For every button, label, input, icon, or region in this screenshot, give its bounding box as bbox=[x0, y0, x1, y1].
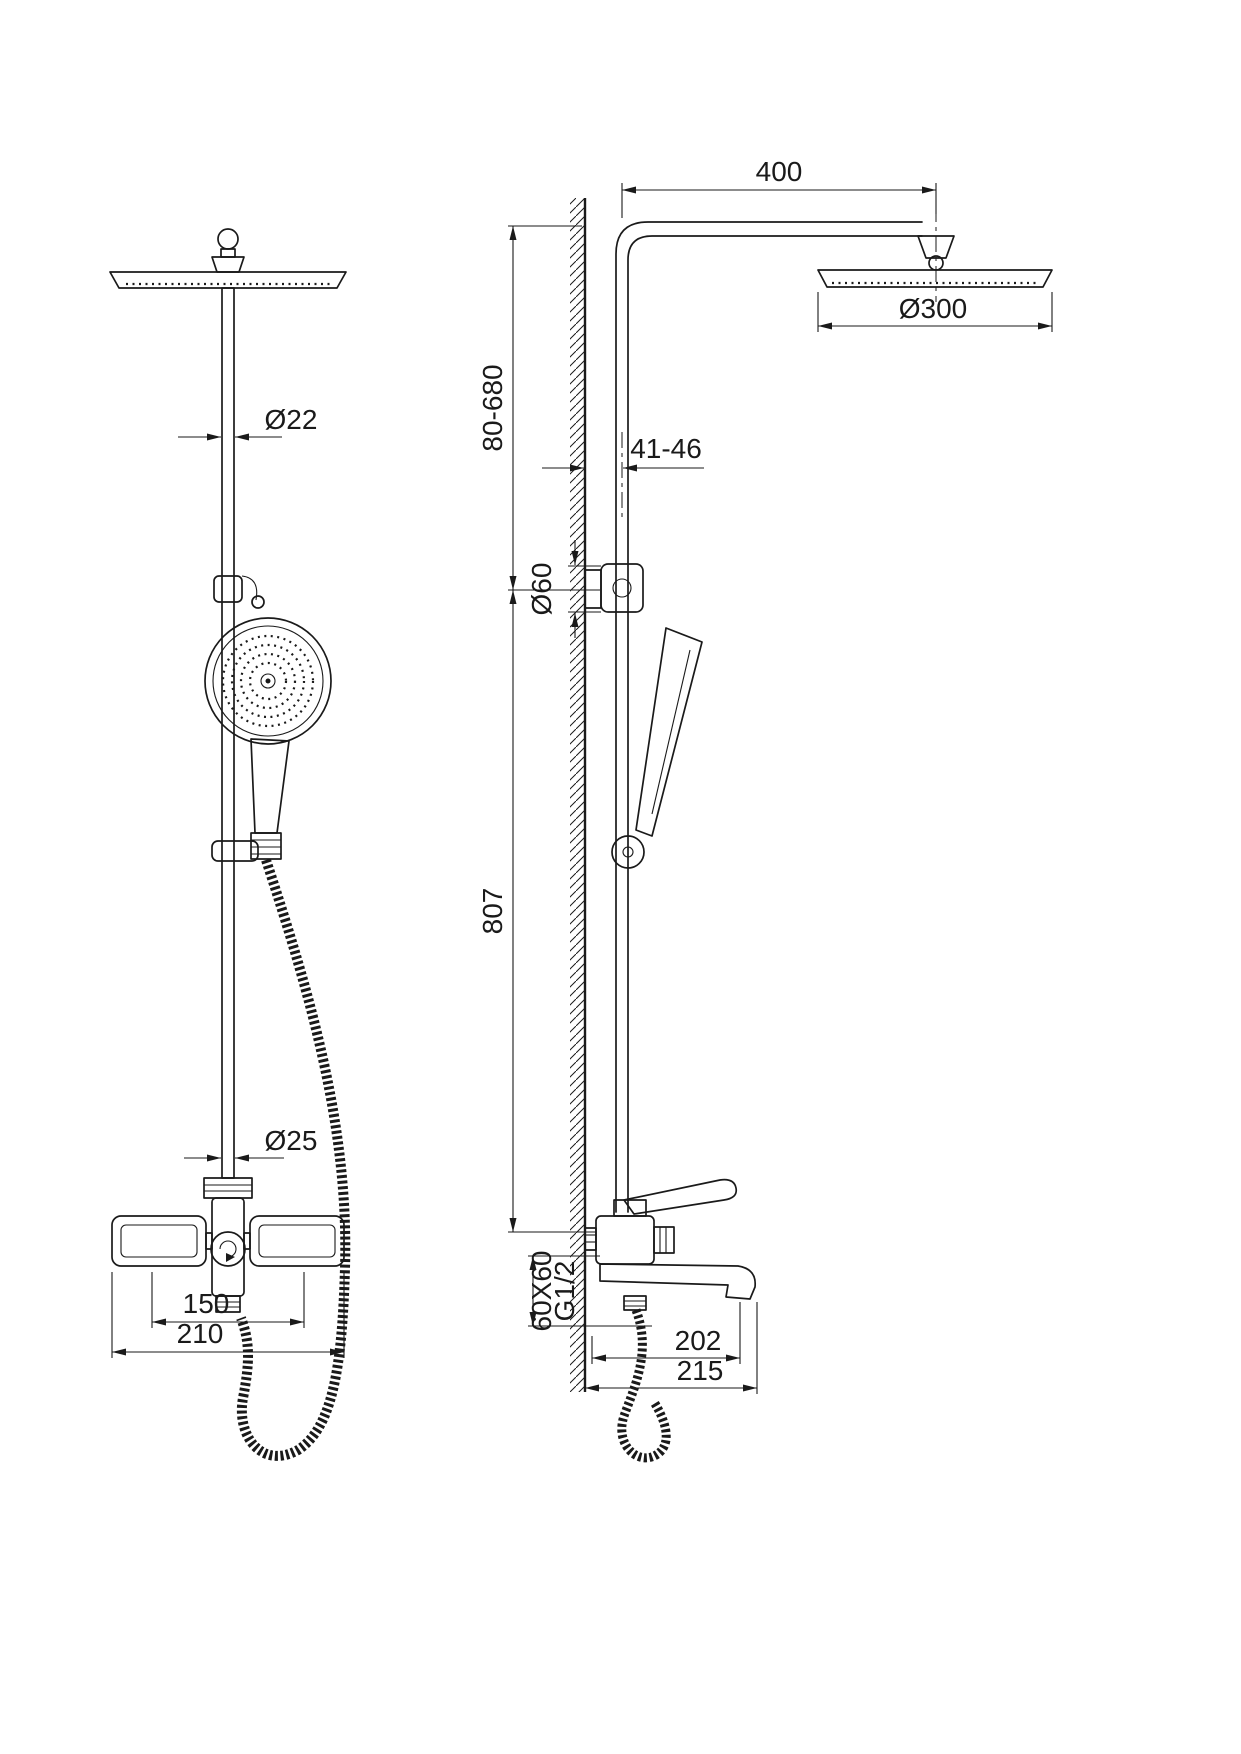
hand-shower-face-outer bbox=[204, 617, 332, 745]
dim-arm-length: 400 bbox=[621, 156, 937, 218]
wall bbox=[570, 198, 587, 1392]
dim-400-label: 400 bbox=[756, 156, 803, 187]
column-outer bbox=[615, 221, 923, 1213]
dim-hose-inlet-diameter: Ø25 bbox=[184, 1125, 318, 1162]
hand-shower-face-ring bbox=[212, 625, 324, 737]
mixer-handle-left-inner bbox=[120, 1224, 198, 1258]
dim-202-label: 202 bbox=[675, 1325, 722, 1356]
dim-210-label: 210 bbox=[177, 1318, 224, 1349]
dim-o25-label: Ø25 bbox=[265, 1125, 318, 1156]
dim-body-section: 60X60 G1/2 bbox=[526, 1251, 652, 1332]
slider-clamp bbox=[211, 840, 259, 862]
column-side bbox=[615, 206, 955, 1213]
holder-pin bbox=[622, 846, 634, 858]
column-inner bbox=[627, 235, 923, 1213]
hand-shower-nozzle-ring bbox=[239, 652, 297, 710]
diverter-side bbox=[653, 1226, 675, 1254]
swivel-ball bbox=[217, 228, 239, 250]
mixer-body-side bbox=[595, 1215, 655, 1265]
dim-g12-label: G1/2 bbox=[549, 1261, 580, 1322]
swivel-nut bbox=[211, 256, 245, 273]
wall-hatching bbox=[570, 198, 585, 1392]
front-view: Ø22 bbox=[109, 228, 351, 1461]
shower-hose-side bbox=[617, 1308, 671, 1463]
bracket-wall-mount bbox=[584, 569, 602, 609]
swivel-stem bbox=[220, 248, 236, 258]
hand-shower-handle bbox=[250, 738, 290, 834]
hand-shower-center bbox=[260, 673, 276, 689]
hand-shower-edge bbox=[651, 649, 691, 815]
bracket-detail bbox=[612, 578, 632, 598]
mixer-lever bbox=[623, 1178, 738, 1215]
dim-o22-label: Ø22 bbox=[265, 404, 318, 435]
dim-o300-label: Ø300 bbox=[899, 293, 968, 324]
dim-41-46-label: 41-46 bbox=[630, 433, 702, 464]
hand-shower-front bbox=[204, 617, 332, 862]
holder-ring-side bbox=[611, 835, 645, 869]
hand-shower-nut bbox=[250, 832, 282, 860]
dim-60x60-label: 60X60 bbox=[526, 1251, 557, 1332]
head-swivel-connector bbox=[211, 228, 245, 273]
mixer-handle-right-inner bbox=[258, 1224, 336, 1258]
dim-mixer-width: 210 bbox=[111, 1272, 345, 1358]
wall-inlet bbox=[584, 1227, 597, 1251]
dim-spout-reach: 202 bbox=[591, 1302, 741, 1364]
dim-pipe-diameter: Ø22 bbox=[178, 404, 318, 441]
bracket-knob bbox=[251, 595, 265, 609]
dim-150-label: 150 bbox=[183, 1288, 230, 1319]
diverter-arrow bbox=[219, 1240, 237, 1258]
hand-shower-handle-side bbox=[635, 627, 703, 837]
mixer-handle-right bbox=[249, 1215, 345, 1267]
hose-outlet-side bbox=[623, 1295, 647, 1311]
slide-bracket-side: Ø60 bbox=[526, 540, 644, 638]
upper-slide-bracket bbox=[213, 575, 265, 609]
hand-shower-side bbox=[611, 627, 703, 869]
head-profile bbox=[109, 271, 347, 289]
mixer-handle-left bbox=[111, 1215, 207, 1267]
mixer-body bbox=[211, 1197, 245, 1297]
bracket-body bbox=[213, 575, 243, 603]
hand-shower-nozzle-ring bbox=[221, 634, 315, 728]
dim-215-label: 215 bbox=[677, 1355, 724, 1386]
overhead-shower-head-side bbox=[817, 269, 1053, 288]
dim-807-label: 807 bbox=[477, 888, 508, 935]
tub-spout bbox=[599, 1263, 757, 1300]
overhead-shower-head-front bbox=[109, 271, 347, 289]
mixer-side bbox=[584, 1178, 757, 1311]
bracket-housing bbox=[600, 563, 644, 613]
head-connector-nut bbox=[917, 235, 955, 259]
dim-head-diameter: Ø300 bbox=[817, 292, 1053, 332]
dim-handle-spacing: 150 bbox=[151, 1272, 305, 1328]
dim-80-680-label: 80-680 bbox=[477, 364, 508, 451]
diverter-knob bbox=[210, 1231, 246, 1267]
mixer-top-escutcheon bbox=[203, 1177, 253, 1199]
head-profile-side bbox=[817, 269, 1053, 288]
mixer-outlet bbox=[215, 1295, 241, 1313]
dim-column-height: 807 bbox=[477, 589, 600, 1233]
hand-shower-nozzle-ring bbox=[248, 661, 288, 701]
dim-height-adjustment: 80-680 bbox=[477, 225, 582, 590]
hand-shower-nozzle-ring bbox=[230, 643, 306, 719]
dim-spout-reach-overall: 215 bbox=[585, 1302, 758, 1394]
side-view: 400 Ø300 80-680 41-46 bbox=[477, 156, 1053, 1463]
shower-hose-front bbox=[236, 858, 351, 1461]
mixer-front bbox=[111, 1177, 345, 1313]
dim-o60-label: Ø60 bbox=[526, 563, 557, 616]
dim-wall-distance: 41-46 bbox=[542, 432, 704, 520]
hand-shower-center-dot bbox=[265, 678, 271, 684]
diverter-arrow-tip bbox=[226, 1253, 235, 1262]
